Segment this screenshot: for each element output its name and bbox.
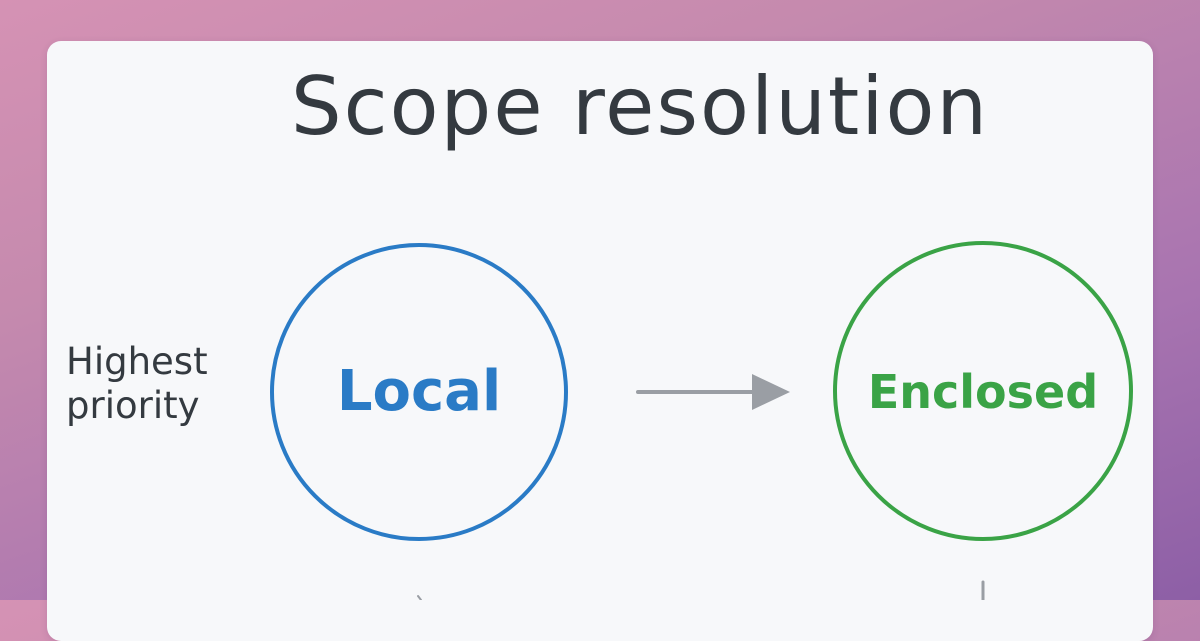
arrow-local-to-enclosed	[636, 374, 790, 410]
diagram-title: Scope resolution	[290, 60, 990, 153]
priority-label-line-2: priority	[66, 384, 200, 428]
node-local: Local	[270, 243, 568, 541]
connector-stub-left	[417, 595, 422, 600]
node-local-label: Local	[337, 359, 501, 424]
arrowhead-icon	[752, 374, 790, 410]
node-enclosed: Enclosed	[833, 241, 1133, 541]
diagram-card	[47, 41, 1153, 641]
scope-diagram: Local Enclosed	[270, 241, 1133, 600]
node-local-circle	[270, 243, 568, 541]
node-enclosed-circle	[833, 241, 1133, 541]
priority-label: Highest priority	[66, 340, 246, 429]
node-enclosed-label: Enclosed	[868, 365, 1098, 419]
priority-label-line-1: Highest	[66, 340, 208, 383]
